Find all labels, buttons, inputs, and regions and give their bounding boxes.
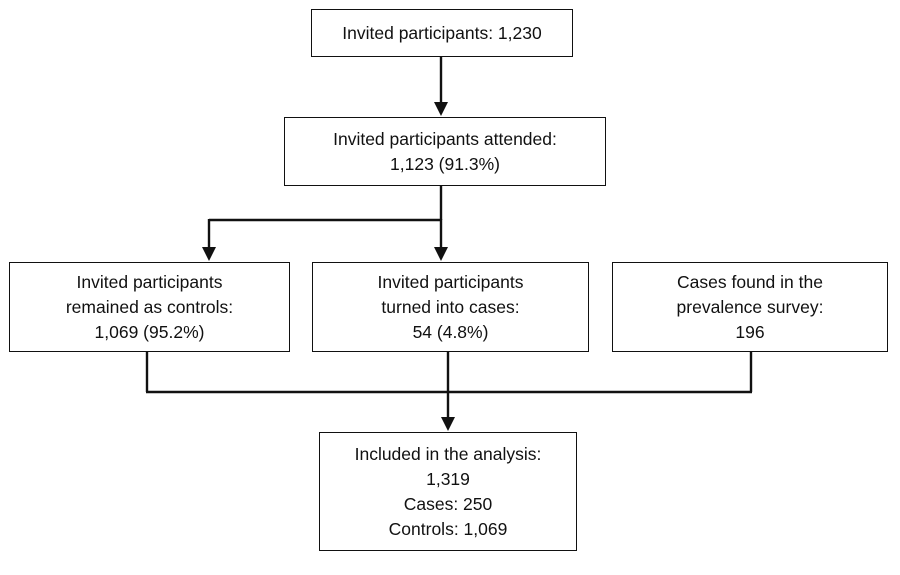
- node-prevalence-survey: Cases found in the prevalence survey: 19…: [612, 262, 888, 352]
- node-controls-line-1: Invited participants: [76, 271, 223, 292]
- node-turned-into-cases: Invited participants turned into cases: …: [312, 262, 589, 352]
- node-analysis-line-1: Included in the analysis:: [354, 443, 542, 464]
- node-cases-line-2: turned into cases:: [381, 296, 520, 317]
- node-analysis-line-3: Cases: 250: [403, 493, 493, 514]
- node-controls-line-2: remained as controls:: [65, 296, 234, 317]
- node-attended-line-1: Invited participants attended:: [333, 128, 557, 149]
- arrowhead-cases: [434, 247, 448, 261]
- arrowhead-controls: [202, 247, 216, 261]
- node-included-in-analysis: Included in the analysis: 1,319 Cases: 2…: [319, 432, 577, 551]
- arrowhead-analysis: [441, 417, 455, 431]
- node-prevalence-line-3: 196: [735, 321, 765, 342]
- node-participants-attended: Invited participants attended: 1,123 (91…: [284, 117, 606, 186]
- arrowhead-attended: [434, 102, 448, 116]
- node-prevalence-line-1: Cases found in the: [677, 271, 823, 292]
- node-invited-participants: Invited participants: 1,230: [311, 9, 573, 57]
- node-analysis-line-2: 1,319: [426, 468, 470, 489]
- node-cases-line-1: Invited participants: [377, 271, 524, 292]
- node-attended-line-2: 1,123 (91.3%): [390, 153, 500, 174]
- node-prevalence-line-2: prevalence survey:: [676, 296, 824, 317]
- node-invited-line-1: Invited participants: 1,230: [342, 22, 542, 43]
- node-analysis-line-4: Controls: 1,069: [388, 518, 508, 539]
- node-controls-line-3: 1,069 (95.2%): [94, 321, 205, 342]
- node-cases-line-3: 54 (4.8%): [412, 321, 489, 342]
- node-remained-controls: Invited participants remained as control…: [9, 262, 290, 352]
